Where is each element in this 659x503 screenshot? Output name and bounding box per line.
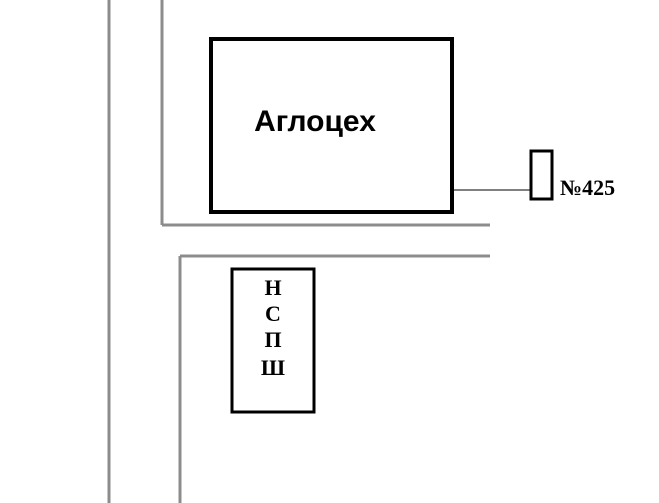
- building-aglotsekh-label: Аглоцех: [254, 105, 376, 138]
- building-aglotsekh-outline: [209, 37, 454, 214]
- station-nspsh-box: [230, 267, 316, 414]
- station-letter-2: С: [265, 301, 281, 326]
- marker-425-label: №425: [560, 175, 615, 200]
- station-letter-4: Ш: [261, 355, 285, 380]
- building-aglotsekh: Аглоцех: [209, 37, 454, 214]
- marker-425: №425: [529, 149, 615, 201]
- station-letter-1: Н: [264, 275, 281, 300]
- marker-425-box: [529, 149, 554, 201]
- station-nspsh: Н С П Ш: [230, 267, 316, 414]
- station-letter-3: П: [264, 327, 281, 352]
